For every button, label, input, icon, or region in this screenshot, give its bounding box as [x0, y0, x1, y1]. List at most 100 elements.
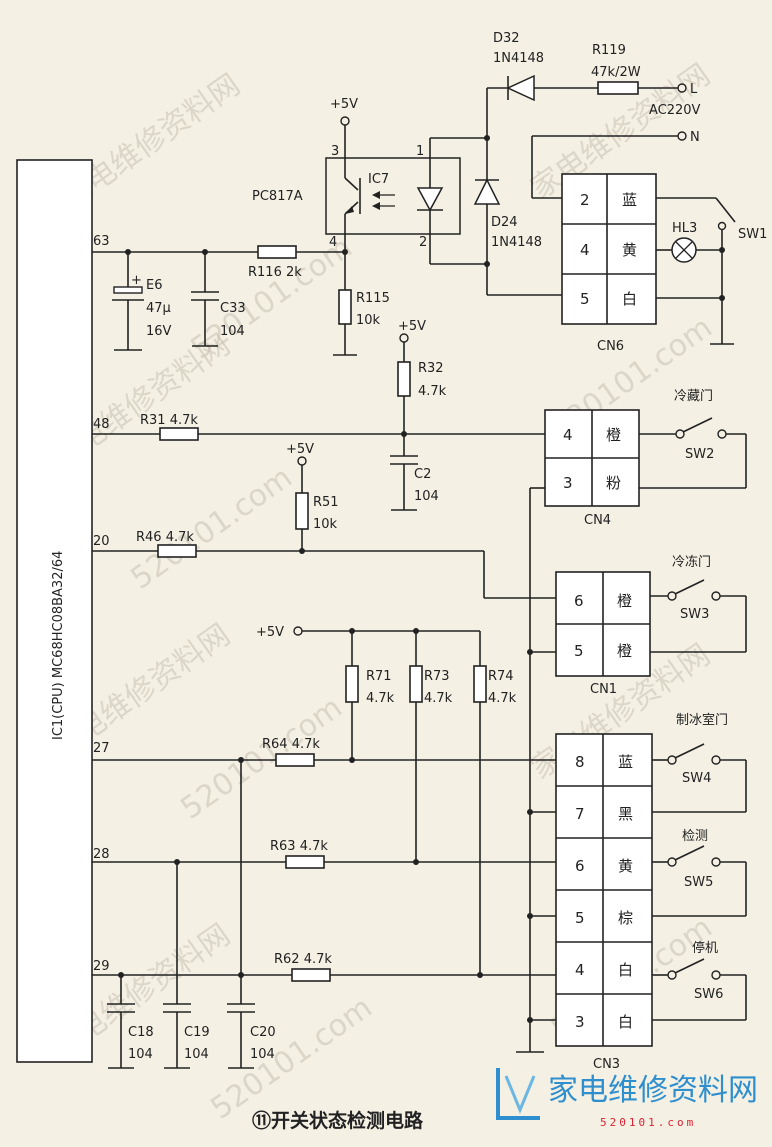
mains-n: N	[690, 130, 700, 145]
r73-name: R73	[424, 669, 450, 684]
sw1-switch	[715, 197, 736, 223]
ic7-optocoupler: +5V 3 4 1 2 IC7 PC817A	[252, 97, 461, 252]
c2-value: 104	[414, 489, 439, 504]
pin27-28-29-circuit: R64 4.7k R63 4.7k R62 4.7k C18 104 C19 1…	[92, 737, 556, 1069]
c33-name: C33	[220, 301, 246, 316]
pullup-supply: +5V	[256, 625, 284, 640]
r46-label: R46 4.7k	[136, 530, 194, 545]
d32-name: D32	[493, 31, 520, 46]
sw2-label: 冷藏门	[674, 389, 713, 404]
r62-label: R62 4.7k	[274, 952, 332, 967]
c20-name: C20	[250, 1025, 276, 1040]
r116-label: R116 2k	[248, 265, 302, 280]
r51-supply: +5V	[286, 442, 314, 457]
sw4-switch	[674, 743, 705, 759]
d24-part: 1N4148	[491, 235, 542, 250]
mains-l: L	[690, 82, 698, 97]
cn4-pin: 3	[563, 474, 573, 492]
e6-voltage: 16V	[146, 324, 172, 339]
cn3-connector: 8 蓝 7 黑 6 黄 5 棕 4 白 3 白 CN3 制冰室门 SW4	[527, 712, 747, 1072]
sw2-switch	[682, 417, 713, 433]
cn1-color: 橙	[617, 592, 632, 610]
ic7-part: PC817A	[252, 189, 303, 204]
cn4-pin: 4	[563, 426, 573, 444]
cn1-pin: 6	[574, 592, 584, 610]
r51-value: 10k	[313, 517, 338, 532]
cn4-connector: 4 橙 3 粉 CN4 冷藏门 SW2	[516, 389, 747, 1053]
cn3-color: 黑	[618, 805, 633, 823]
cn3-pin: 7	[575, 805, 585, 823]
sw5-name: SW5	[684, 875, 713, 890]
cn1-pin: 5	[574, 642, 584, 660]
watermark-text: 520101.com	[125, 460, 299, 597]
e6-capacitor	[113, 286, 143, 294]
e6-plus: +	[131, 273, 142, 288]
r74-value: 4.7k	[488, 691, 517, 706]
r73-value: 4.7k	[424, 691, 453, 706]
r46-resistor	[157, 544, 197, 558]
pin20-circuit: R46 4.7k +5V R51 10k	[92, 442, 556, 599]
d32-diode	[506, 74, 535, 102]
r116-resistor	[257, 245, 297, 259]
sw4-name: SW4	[682, 771, 711, 786]
figure-title: ⑪开关状态检测电路	[252, 1109, 424, 1132]
r31-label: R31 4.7k	[140, 413, 198, 428]
sw5-label: 检测	[682, 829, 708, 844]
cn6-pin: 5	[580, 290, 590, 308]
r32-supply: +5V	[398, 319, 426, 334]
ic7-name: IC7	[368, 172, 389, 187]
c33-value: 104	[220, 324, 245, 339]
c18-name: C18	[128, 1025, 154, 1040]
r62-resistor	[291, 968, 331, 982]
sw6-switch	[674, 958, 705, 974]
sw3-name: SW3	[680, 607, 709, 622]
cn3-name: CN3	[593, 1057, 620, 1072]
cn6-pin: 2	[580, 191, 590, 209]
r119-name: R119	[592, 43, 626, 58]
cn6-color: 黄	[622, 241, 637, 259]
r74-name: R74	[488, 669, 514, 684]
hl3-label: HL3	[672, 221, 697, 236]
cn4-name: CN4	[584, 513, 611, 528]
r63-resistor	[285, 855, 325, 869]
sw2-name: SW2	[685, 447, 714, 462]
ic7-package	[325, 157, 461, 235]
c20-value: 104	[250, 1047, 275, 1062]
pin-48: 48	[93, 417, 110, 432]
r74-resistor	[473, 665, 487, 703]
cn3-pin: 3	[575, 1013, 585, 1031]
pin63-circuit: R116 2k + E6 47μ 16V C33 104 R115 10k	[92, 245, 390, 356]
logo-url: 520101.com	[600, 1116, 696, 1129]
mains-network: D32 1N4148 R119 47k/2W L AC220V N D24 1N…	[429, 31, 701, 296]
r64-resistor	[275, 753, 315, 767]
e6-value: 47μ	[146, 301, 171, 316]
ic7-pin1: 1	[416, 144, 424, 159]
r73-resistor	[409, 665, 423, 703]
cn1-color: 橙	[617, 642, 632, 660]
pin48-circuit: R31 4.7k +5V R32 4.7k C2 104	[92, 319, 545, 511]
c19-name: C19	[184, 1025, 210, 1040]
r71-value: 4.7k	[366, 691, 395, 706]
r32-resistor	[397, 361, 411, 397]
sw6-label: 停机	[692, 940, 718, 956]
cn3-color: 白	[618, 1013, 633, 1031]
r115-value: 10k	[356, 313, 381, 328]
sw3-switch	[674, 579, 705, 595]
cn6-connector: 2 蓝 4 黄 5 白 CN6 HL3 SW1	[561, 173, 767, 354]
sw4-label: 制冰室门	[676, 712, 728, 728]
cn6-color: 蓝	[622, 191, 637, 209]
d32-part: 1N4148	[493, 51, 544, 66]
r71-name: R71	[366, 669, 392, 684]
cn3-color: 蓝	[618, 753, 633, 771]
r32-value: 4.7k	[418, 384, 447, 399]
r51-name: R51	[313, 495, 339, 510]
r64-label: R64 4.7k	[262, 737, 320, 752]
mains-ac: AC220V	[649, 103, 701, 118]
c19-value: 104	[184, 1047, 209, 1062]
ic7-pin3: 3	[331, 144, 339, 159]
cn6-name: CN6	[597, 339, 624, 354]
sw3-label: 冷冻门	[672, 554, 711, 570]
cn3-pin: 5	[575, 909, 585, 927]
